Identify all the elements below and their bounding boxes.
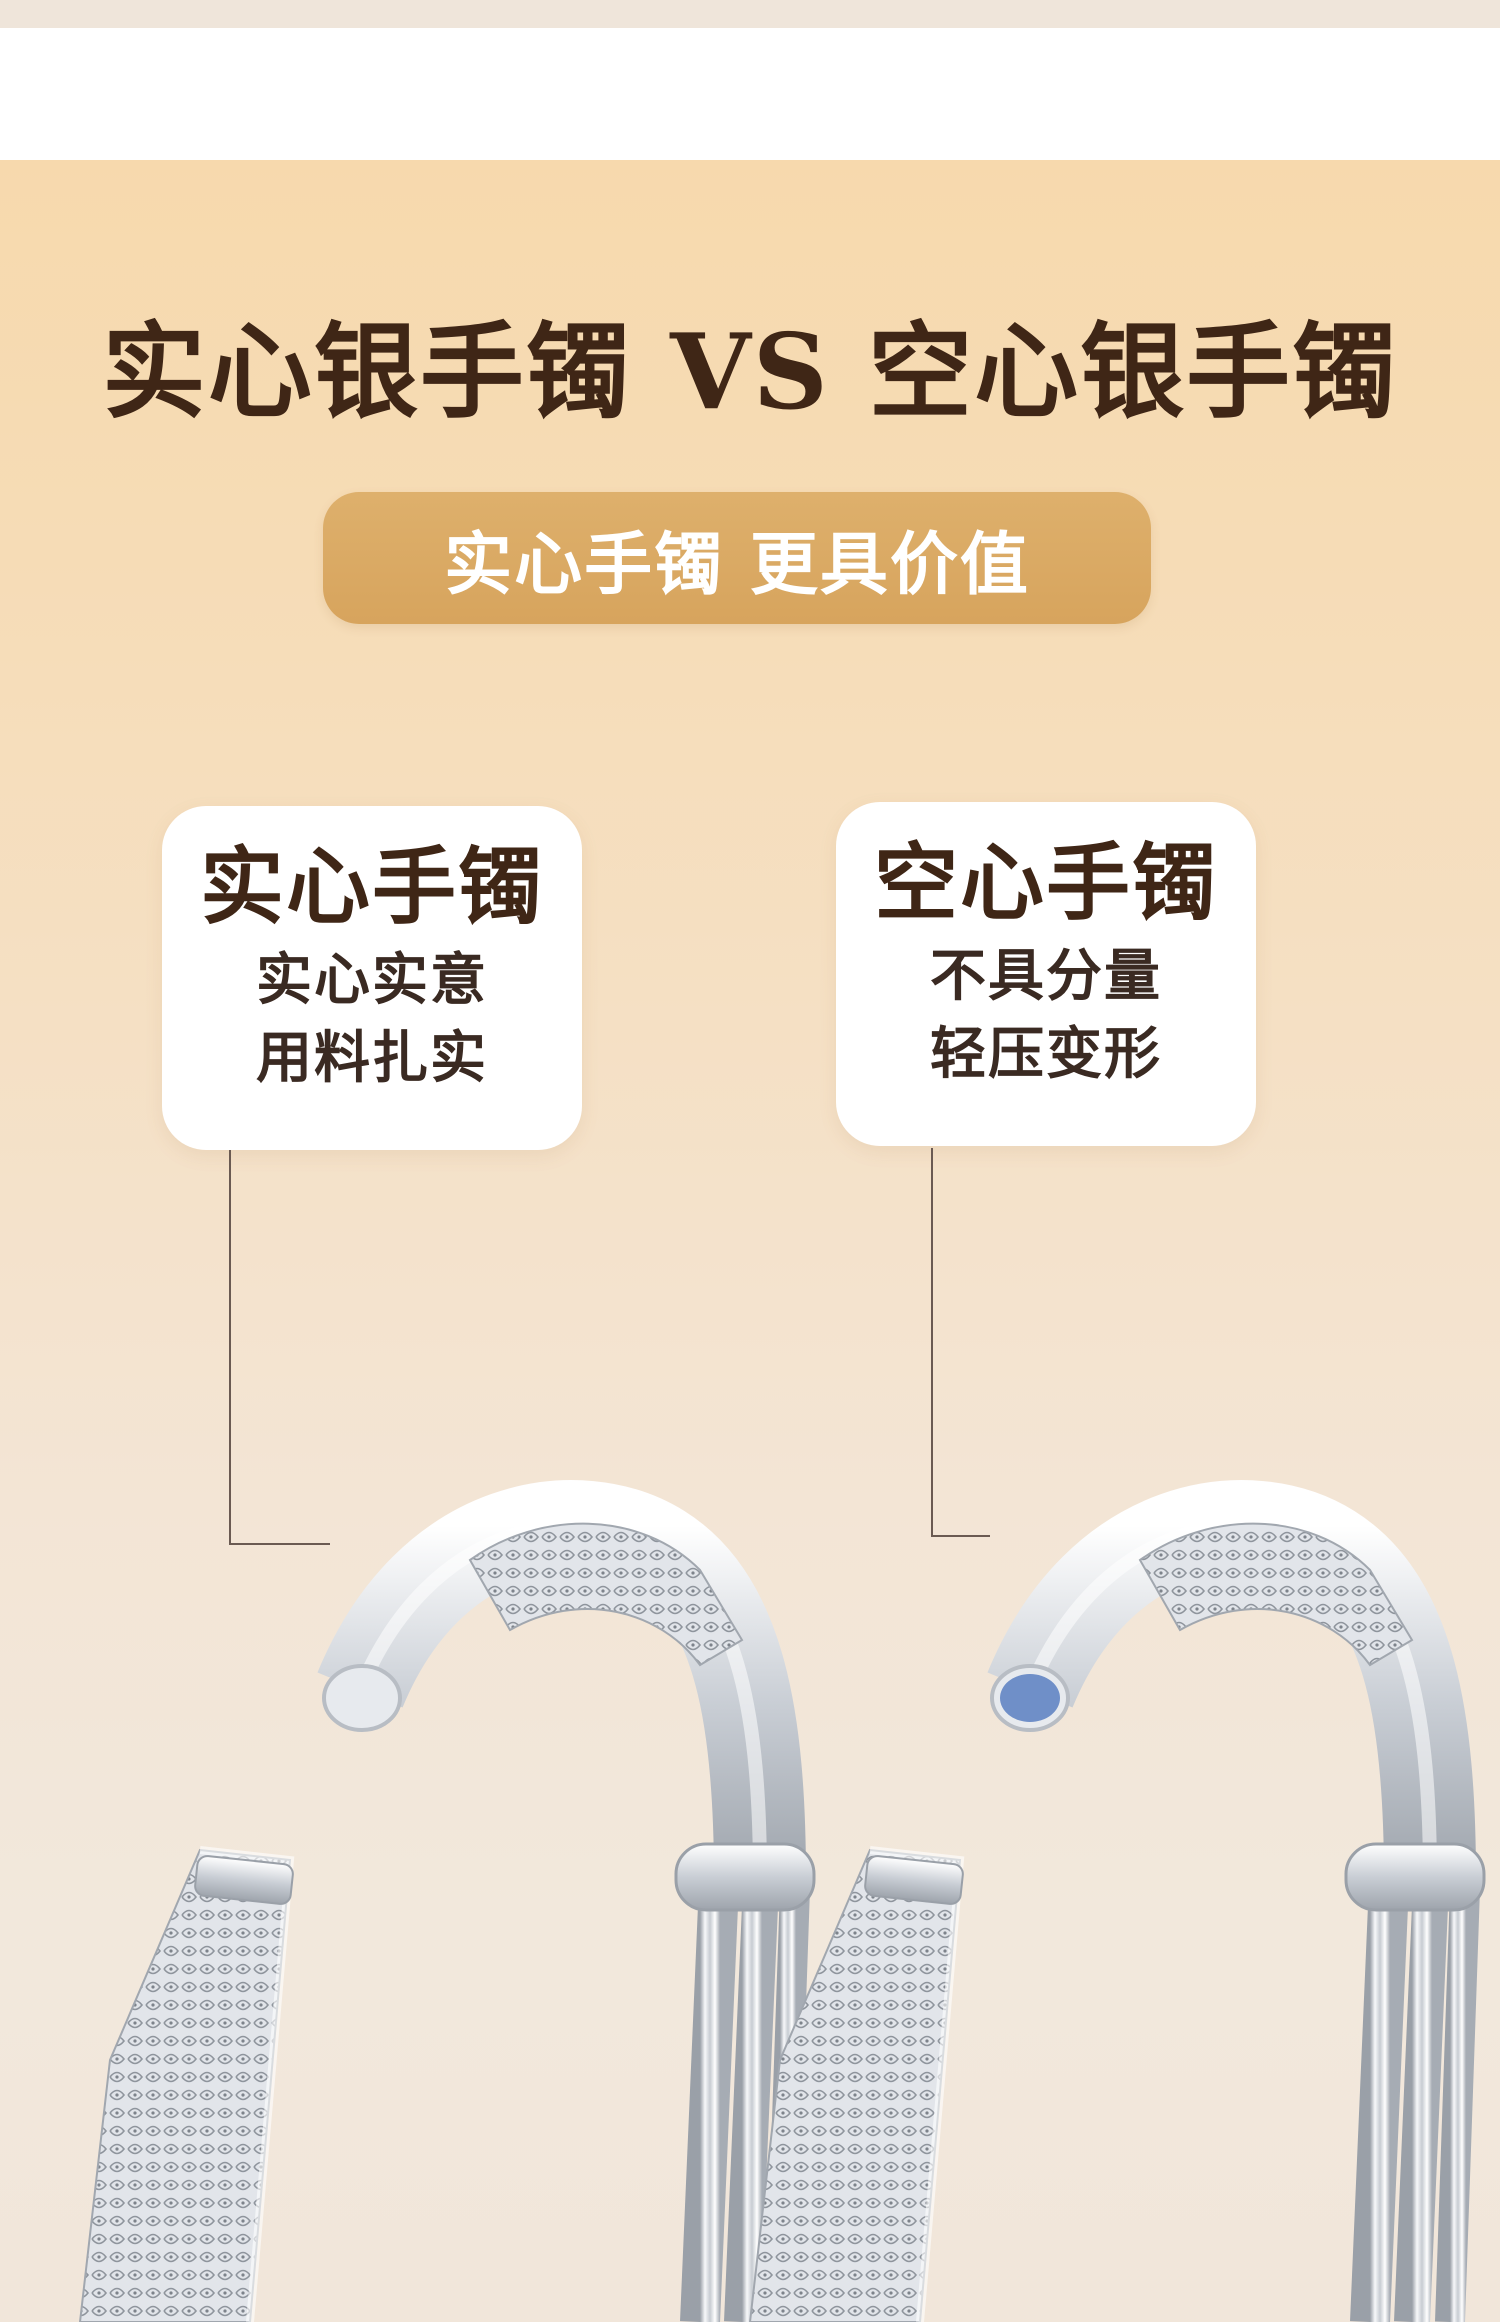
hollow-card-line2: 轻压变形 (930, 1022, 1162, 1087)
subtitle-pill: 实心手镯 更具价值 (323, 492, 1151, 624)
solid-card-line2: 用料扎实 (256, 1026, 488, 1091)
solid-engraving (468, 1522, 744, 1667)
subtitle-text: 实心手镯 更具价值 (444, 525, 1030, 605)
hollow-card-line1: 不具分量 (930, 944, 1162, 1009)
hollow-bangle (748, 1480, 1486, 2322)
solid-card-title: 实心手镯 (199, 837, 544, 936)
white-band (0, 28, 1500, 160)
solid-card-line1: 实心实意 (256, 948, 488, 1013)
bangle-illustration (78, 1480, 1486, 2322)
hollow-engraving (1138, 1522, 1414, 1667)
hollow-card-title: 空心手镯 (873, 833, 1218, 932)
top-strip (0, 0, 1500, 28)
hollow-slider-ring (1344, 1842, 1486, 1912)
headline: 实心银手镯 VS 空心银手镯 (101, 310, 1399, 433)
solid-end-cap (322, 1664, 402, 1732)
comparison-section: 实心银手镯 VS 空心银手镯 实心手镯 更具价值 实心手镯 实心实意 用料扎实 … (0, 160, 1500, 2322)
solid-bangle-card: 实心手镯 实心实意 用料扎实 (162, 806, 582, 1150)
solid-slider-ring (674, 1842, 816, 1912)
hollow-bangle-card: 空心手镯 不具分量 轻压变形 (836, 802, 1256, 1146)
solid-bangle (78, 1480, 816, 2322)
